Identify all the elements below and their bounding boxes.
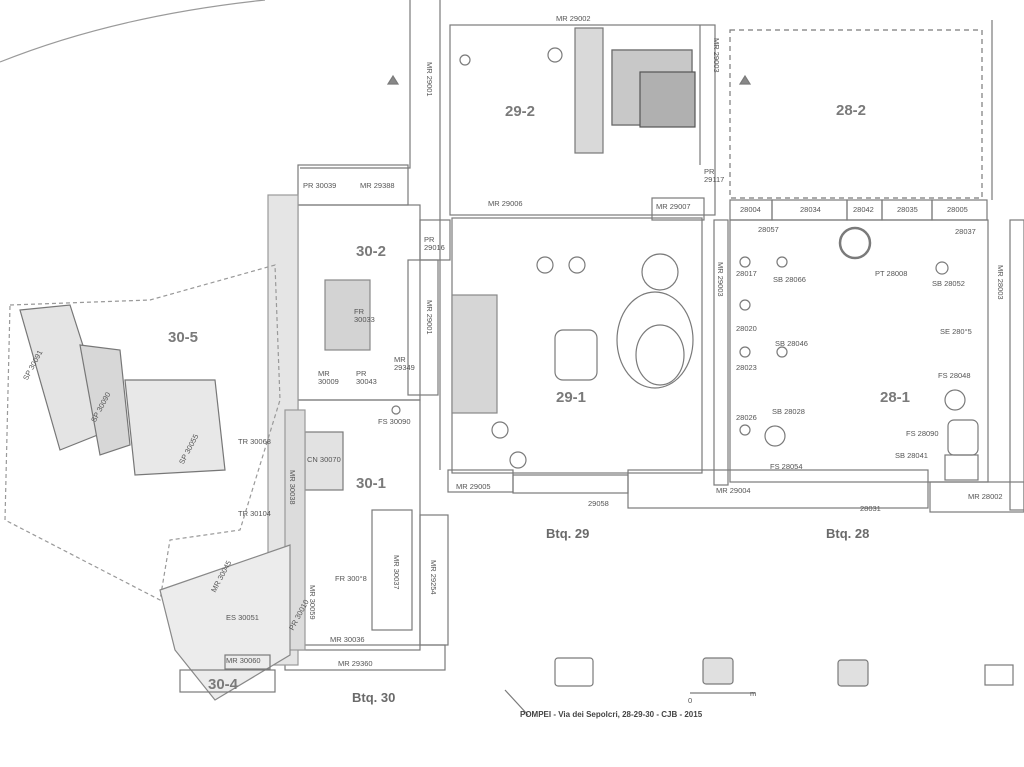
wall-mr29001b: MR 29001 (425, 300, 434, 335)
wall-pr29117: PR 29117 (704, 167, 725, 184)
wall-mr29006: MR 29006 (488, 199, 523, 208)
wall-mr30037: MR 30037 (392, 555, 401, 590)
btq-29-label: Btq. 29 (546, 526, 590, 541)
scale-unit: m (750, 689, 757, 698)
feature-tr30068: TR 30068 (238, 437, 271, 446)
room-30-4-label: 30-4 (208, 676, 239, 693)
wall-pr29016: PR 29016 (424, 235, 445, 252)
feature-fs28090: FS 28090 (906, 429, 939, 438)
feature-28057: 28057 (758, 225, 779, 234)
wall-mr28002: MR 28002 (968, 492, 1003, 501)
btq-30-label: Btq. 30 (352, 690, 396, 705)
wall-mr29001: MR 29001 (425, 62, 434, 97)
room-30-5-label: 30-5 (168, 329, 199, 346)
feature-fs28048: FS 28048 (938, 371, 971, 380)
wall-28034: 28034 (800, 205, 821, 214)
room-28-1-label: 28-1 (880, 389, 911, 406)
feature-sb28066: SB 28066 (773, 275, 806, 284)
feature-sb28028: SB 28028 (772, 407, 805, 416)
feature-28020: 28020 (736, 324, 757, 333)
wall-mr29002: MR 29002 (556, 14, 591, 23)
feature-28023: 28023 (736, 363, 757, 372)
wall-28035: 28035 (897, 205, 918, 214)
wall-pr30039: PR 30039 (303, 181, 337, 190)
wall-mr30060: MR 30060 (226, 656, 261, 665)
wall-mr29003b: MR 29003 (716, 262, 725, 297)
wall-mr29003: MR 29003 (712, 38, 721, 73)
room-29-2-label: 29-2 (505, 103, 536, 120)
wall-28005: 28005 (947, 205, 968, 214)
feature-cn30070: CN 30070 (307, 455, 341, 464)
feature-28026: 28026 (736, 413, 757, 422)
scale-zero: 0 (688, 696, 693, 705)
wall-mr30059: MR 30059 (308, 585, 317, 620)
wall-mr29360: MR 29360 (338, 659, 373, 668)
wall-mr30038: MR 30038 (288, 470, 297, 505)
wall-mr29388: MR 29388 (360, 181, 395, 190)
room-28-2-label: 28-2 (836, 102, 867, 119)
wall-mr29007: MR 29007 (656, 202, 691, 211)
feature-es30051: ES 30051 (226, 613, 259, 622)
feature-fr30033: FR 30033 (354, 307, 375, 324)
feature-fr3008: FR 300°8 (335, 574, 367, 583)
wall-28031: 28031 (860, 504, 881, 513)
room-30-2-label: 30-2 (356, 243, 387, 260)
btq-28-label: Btq. 28 (826, 526, 870, 541)
feature-fs30090: FS 30090 (378, 417, 411, 426)
feature-sb28046: SB 28046 (775, 339, 808, 348)
feature-se2805: SE 280°5 (940, 327, 972, 336)
wall-mr29254: MR 29254 (429, 560, 438, 595)
plan-caption: POMPEI - Via dei Sepolcri, 28-29-30 - CJ… (520, 710, 703, 719)
feature-mr30009: MR 30009 (318, 369, 339, 386)
wall-mr30036: MR 30036 (330, 635, 365, 644)
feature-tr30104: TR 30104 (238, 509, 271, 518)
wall-29058: 29058 (588, 499, 609, 508)
feature-fs28054: FS 28054 (770, 462, 803, 471)
feature-sb28041: SB 28041 (895, 451, 928, 460)
wall-28042: 28042 (853, 205, 874, 214)
wall-28037: 28037 (955, 227, 976, 236)
wall-28004: 28004 (740, 205, 761, 214)
feature-sb28052: SB 28052 (932, 279, 965, 288)
room-30-1-label: 30-1 (356, 475, 387, 492)
wall-mr29005: MR 29005 (456, 482, 491, 491)
wall-mr29004: MR 29004 (716, 486, 751, 495)
feature-28017: 28017 (736, 269, 757, 278)
wall-mr28003: MR 28003 (996, 265, 1005, 300)
feature-pr30043: PR 30043 (356, 369, 377, 386)
room-29-1-label: 29-1 (556, 389, 587, 406)
feature-pt28008: PT 28008 (875, 269, 908, 278)
wall-mr29349: MR 29349 (394, 355, 415, 372)
